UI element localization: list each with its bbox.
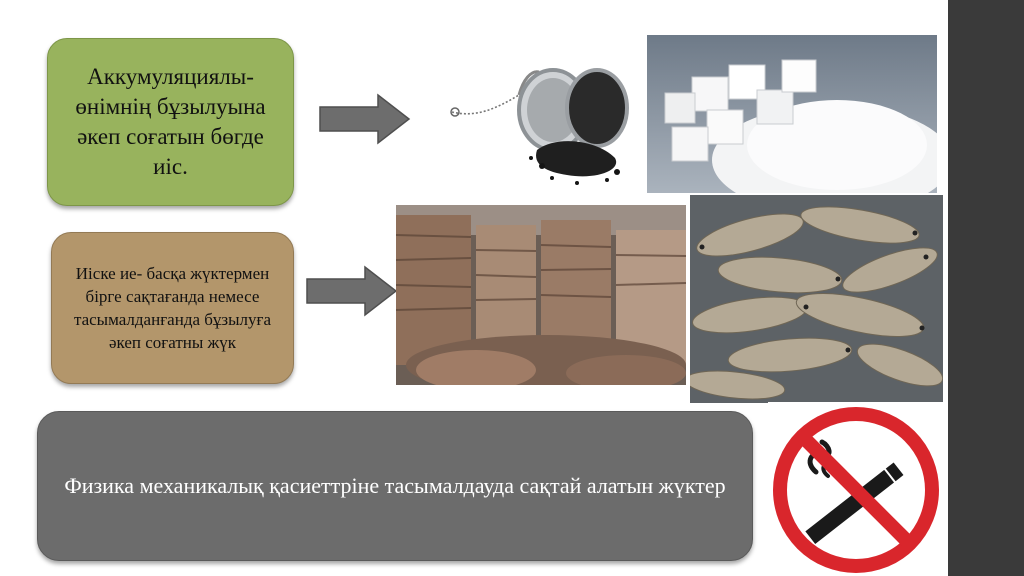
sugar-photo — [647, 35, 937, 193]
hides-photo — [396, 205, 686, 385]
right-arrow-icon — [319, 93, 411, 145]
odor-box: Аккумуляциялы- өнімнің бұзылуына әкеп со… — [47, 38, 294, 206]
physical-text: Физика механикалық қасиеттріне тасымалда… — [64, 473, 726, 498]
cargo-box: Иіске ие- басқа жүктермен бірге сақтаған… — [51, 232, 294, 384]
slide-side-bar — [948, 0, 1024, 576]
odor-text: Аккумуляциялы- өнімнің бұзылуына әкеп со… — [75, 64, 266, 179]
cargo-text: Иіске ие- басқа жүктермен бірге сақтаған… — [73, 264, 272, 352]
fish-photo — [690, 195, 943, 403]
right-arrow-icon — [306, 265, 398, 317]
physical-properties-box: Физика механикалық қасиеттріне тасымалда… — [37, 411, 753, 561]
tea-infuser-photo — [447, 40, 642, 190]
no-smoking-icon — [768, 402, 944, 576]
